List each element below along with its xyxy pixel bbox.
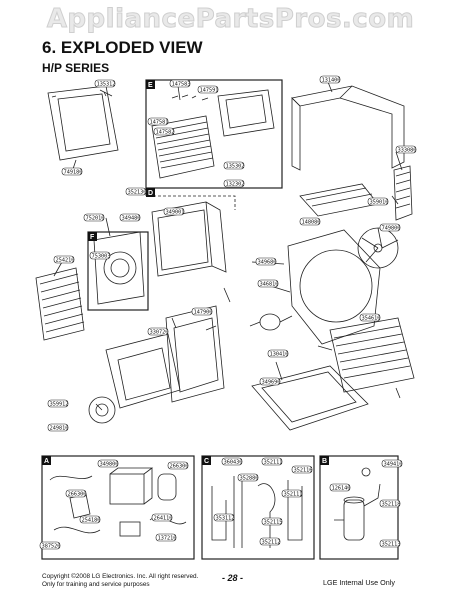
- front-frame-part: [47, 85, 119, 161]
- part-number-label: 254180: [82, 517, 101, 523]
- part-number-label: 749800: [382, 225, 401, 231]
- section-a-frame: [41, 455, 195, 560]
- part-number-label: 130410: [270, 351, 289, 357]
- part-number-label: 354610: [362, 315, 381, 321]
- part-number-label: 753003: [92, 253, 111, 259]
- evaporator-part: [35, 267, 85, 341]
- part-number-label: 147591: [200, 87, 219, 93]
- page-title: 6. EXPLODED VIEW: [42, 38, 203, 57]
- section-d-frame: [145, 188, 236, 210]
- part-number-label: 352118: [382, 501, 401, 507]
- tube-parts: [211, 476, 303, 548]
- orifice-part: [93, 231, 145, 305]
- part-number-label: 148080: [302, 219, 321, 225]
- section-e-frame: [145, 79, 283, 189]
- part-number-label: 352113: [382, 541, 401, 547]
- part-number-label: 387520: [42, 543, 61, 549]
- part-number-label: 349690: [262, 379, 281, 385]
- svg-text:A: A: [44, 458, 49, 465]
- motor-part: [249, 313, 293, 331]
- svg-text:C: C: [204, 458, 209, 465]
- grille-part: [151, 89, 275, 179]
- air-guide-part: [299, 183, 379, 217]
- part-number-label: 359010: [370, 199, 389, 205]
- part-number-label: 147900: [194, 309, 213, 315]
- watermark: AppliancePartsPros.com: [46, 4, 415, 35]
- part-number-label: 147582: [156, 129, 175, 135]
- base-pan-part: [251, 365, 369, 431]
- svg-text:F: F: [90, 234, 95, 241]
- part-number-label: 352111: [284, 491, 303, 497]
- section-b-frame: [319, 455, 399, 560]
- part-number-label: 352116: [294, 467, 313, 473]
- part-number-label: 359912: [50, 401, 69, 407]
- part-number-label: 353112: [216, 515, 235, 521]
- footer-note: Only for training and service purposes: [42, 581, 150, 588]
- part-number-callouts: [39, 75, 417, 550]
- part-number-label: 352115: [264, 519, 283, 525]
- part-number-labels: 135312 147583 147581 147582 147591 131400 1353…: [42, 77, 417, 549]
- page-number: - 28 -: [222, 573, 244, 583]
- part-number-label: 249810: [50, 425, 69, 431]
- part-number-label: 352130: [128, 189, 147, 195]
- part-number-label: 266300: [68, 491, 87, 497]
- part-number-label: 135312: [97, 81, 116, 87]
- part-number-label: 349001: [166, 209, 185, 215]
- part-number-label: 330720: [150, 329, 169, 335]
- internal-use-label: LGE Internal Use Only: [323, 578, 395, 587]
- part-number-label: 346810: [260, 281, 279, 287]
- svg-text:E: E: [148, 82, 153, 89]
- section-c-frame: [201, 455, 315, 560]
- part-number-label: 349800: [100, 461, 119, 467]
- section-f-frame: [87, 231, 149, 311]
- part-number-label: 254210: [56, 257, 75, 263]
- housing-part: [105, 305, 225, 409]
- part-number-label: 137210: [158, 535, 177, 541]
- part-number-label: 749180: [64, 169, 83, 175]
- cabinet-part: [291, 85, 405, 171]
- part-number-label: 352111: [264, 459, 283, 465]
- part-number-label: 349680: [258, 259, 277, 265]
- side-grille-part: [393, 165, 413, 221]
- part-number-label: 135302: [226, 163, 245, 169]
- part-number-label: 360430: [224, 459, 243, 465]
- svg-text:D: D: [148, 190, 153, 197]
- electrical-parts: [49, 467, 187, 537]
- part-number-label: 264110: [154, 515, 173, 521]
- part-number-label: 333080: [398, 147, 417, 153]
- part-number-label: 752010: [86, 215, 105, 221]
- footer-copyright: Copyright ©2008 LG Electronics. Inc. All…: [42, 573, 199, 580]
- part-number-label: 352880: [240, 475, 259, 481]
- part-number-label: 352112: [262, 539, 281, 545]
- part-number-label: 126140: [332, 485, 351, 491]
- part-number-label: 349480: [122, 215, 141, 221]
- control-box-part: [151, 201, 227, 277]
- svg-text:B: B: [322, 458, 327, 465]
- part-number-label: 266300: [170, 463, 189, 469]
- part-number-label: 132302: [226, 181, 245, 187]
- part-number-label: 131400: [322, 77, 341, 83]
- part-number-label: 147583: [172, 81, 191, 87]
- fan-shroud-part: [287, 227, 399, 345]
- compressor-part: [334, 467, 381, 541]
- blower-wheel-part: [88, 396, 116, 424]
- condenser-part: [329, 317, 415, 393]
- section-markers: E D F A C B: [42, 80, 329, 465]
- series-subtitle: H/P SERIES: [42, 61, 110, 75]
- part-number-label: 147581: [150, 119, 169, 125]
- part-number-label: 349410: [384, 461, 403, 467]
